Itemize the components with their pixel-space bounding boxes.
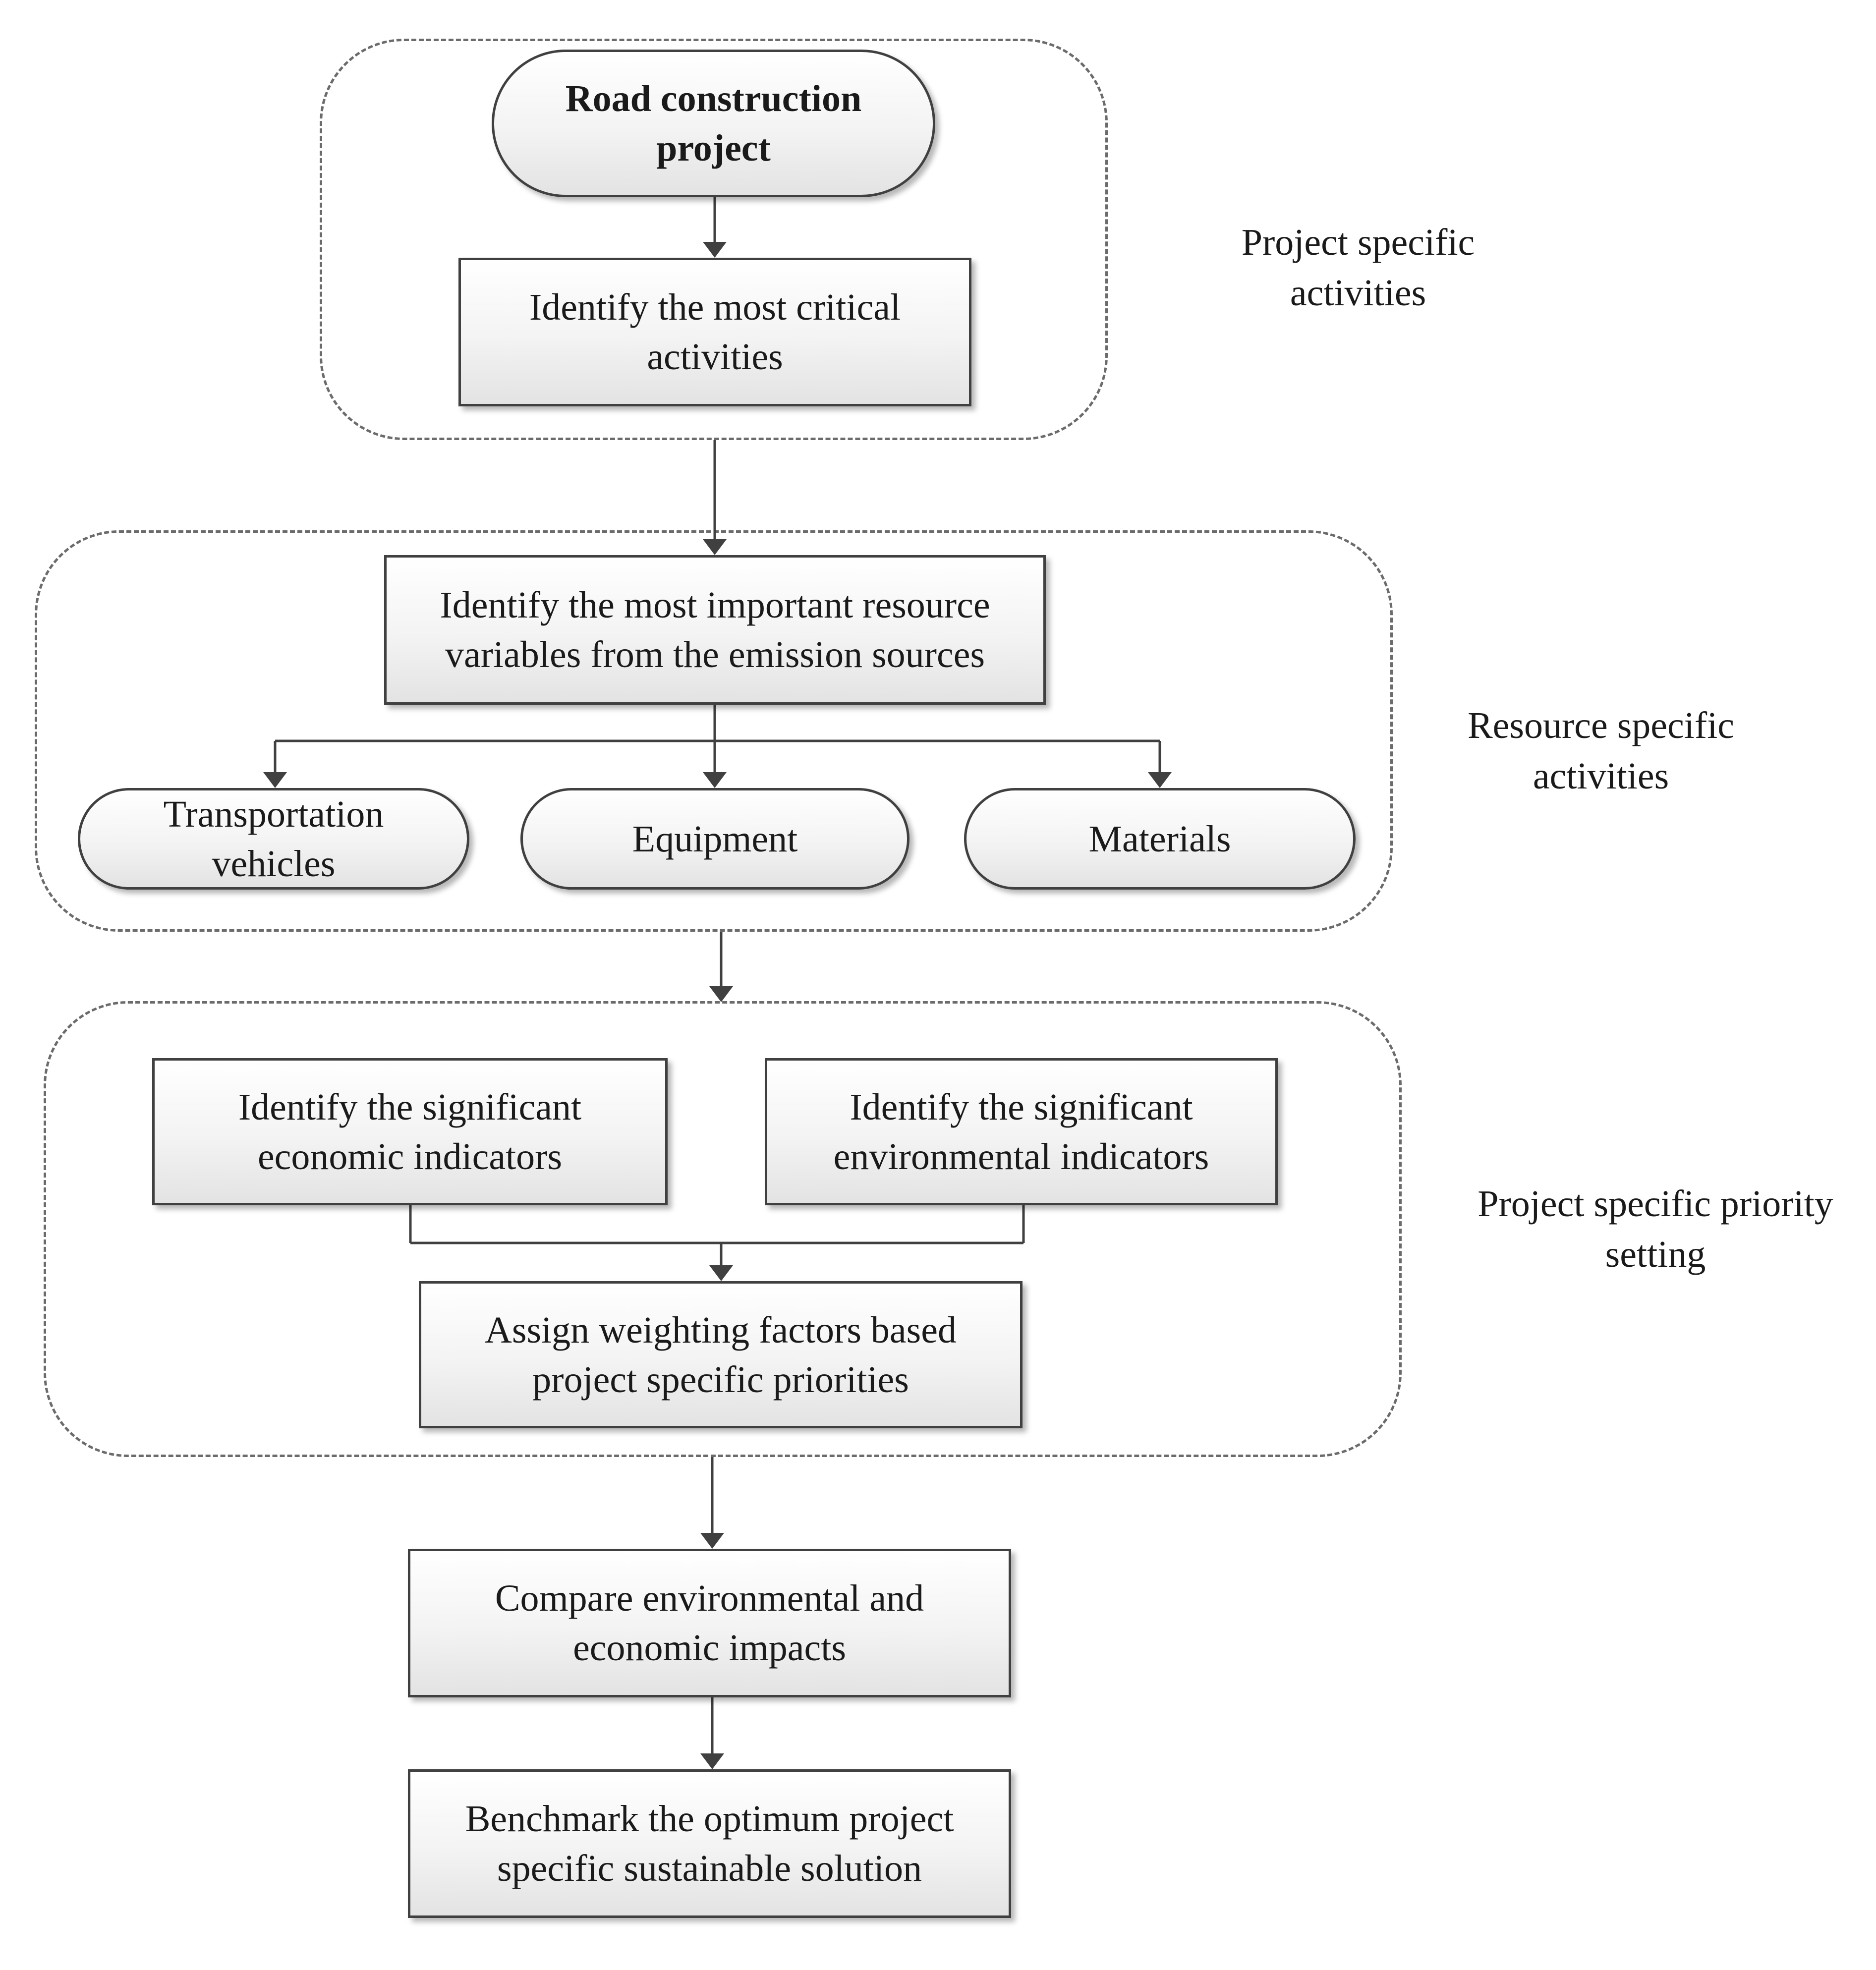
node-identify-resource-variables: Identify the most important resource var…: [384, 555, 1046, 705]
arrowhead-transportation: [263, 772, 287, 788]
node-benchmark-solution: Benchmark the optimum project specific s…: [408, 1769, 1011, 1918]
group-label-project-specific-activities: Project specific activities: [1241, 222, 1475, 314]
node-transportation-vehicles: Transportation vehicles: [78, 788, 469, 890]
arrowhead-critical: [703, 242, 727, 258]
node-compare-impacts: Compare environmental and economic impac…: [408, 1549, 1011, 1697]
arrowhead-compare: [700, 1533, 724, 1549]
arrowhead-weighting: [709, 1265, 733, 1281]
arrowhead-benchmark: [700, 1753, 724, 1769]
group-project-specific-activities: [320, 39, 1108, 440]
node-identify-critical-activities: Identify the most critical activities: [458, 258, 971, 406]
arrowhead-equipment: [703, 772, 727, 788]
node-assign-weighting-factors: Assign weighting factors based project s…: [419, 1281, 1023, 1428]
group-project-specific-priority-setting: [44, 1001, 1402, 1457]
arrowhead-resource: [703, 539, 727, 555]
node-road-construction-project: Road construction project: [492, 50, 935, 197]
arrowhead-materials: [1148, 772, 1172, 788]
group-label-resource-specific-activities: Resource specific activities: [1467, 705, 1735, 797]
arrowhead-priority-group: [709, 986, 733, 1002]
node-materials: Materials: [964, 788, 1356, 890]
node-economic-indicators: Identify the significant economic indica…: [152, 1058, 668, 1205]
group-label-priority-setting: Project specific priority setting: [1478, 1183, 1833, 1275]
node-equipment: Equipment: [520, 788, 910, 890]
node-environmental-indicators: Identify the significant environmental i…: [765, 1058, 1278, 1205]
